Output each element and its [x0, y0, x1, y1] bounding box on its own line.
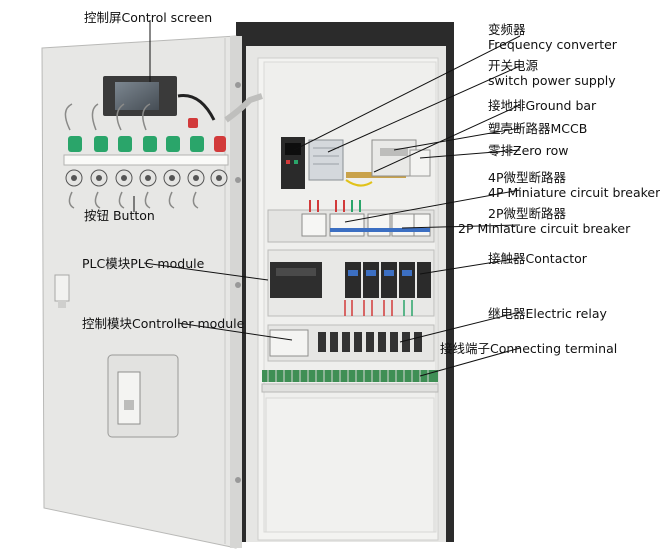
label-4p-breaker-en: 4P Miniature circuit breaker [488, 185, 660, 200]
terminal-strip [262, 370, 438, 382]
zero-row [409, 149, 431, 177]
cable-loop [224, 93, 263, 123]
label-frequency-converter-cn: 变频器 [488, 22, 526, 37]
cabinet-illustration [41, 20, 521, 549]
label-controller-module: 控制模块Controller module [82, 316, 245, 331]
switch-power-supply [308, 139, 344, 181]
label-plc-module: PLC模块PLC module [82, 256, 205, 271]
door-handle [117, 371, 141, 425]
label-ground-bar: 接地排Ground bar [488, 98, 597, 113]
breaker-blue-strip [330, 228, 430, 232]
label-terminal: 接线端子Connecting terminal [440, 341, 618, 356]
label-frequency-converter-en: Frequency converter [488, 37, 617, 52]
label-2p-breaker-cn: 2P微型断路器 [488, 206, 566, 221]
controller-module [269, 329, 309, 357]
label-switch-power-en: switch power supply [488, 73, 616, 88]
door-hinge-strip [230, 36, 242, 548]
label-mccb: 塑壳断路器MCCB [488, 121, 588, 136]
button-row [65, 169, 228, 187]
label-4p-breaker-cn: 4P微型断路器 [488, 170, 566, 185]
label-switch-power-cn: 开关电源 [488, 58, 539, 73]
contactor-group [345, 262, 431, 298]
label-relay: 继电器Electric relay [488, 306, 607, 321]
label-control-screen: 控制屏Control screen [84, 10, 213, 25]
plc-module [270, 262, 322, 298]
label-strip [63, 154, 229, 166]
indicator-row [68, 118, 226, 152]
breaker-2p-b [391, 213, 415, 237]
control-cabinet-photo: 控制屏Control screen 按钮 Button PLC模块PLC mod… [41, 10, 660, 549]
label-zero-row: 零排Zero row [488, 143, 569, 158]
cabinet-lower-space [265, 397, 435, 533]
door-slot [54, 274, 70, 302]
leader-lines [133, 20, 521, 377]
breaker-4p [329, 213, 365, 237]
label-button: 按钮 Button [84, 208, 155, 223]
mccb [371, 139, 417, 177]
label-contactor: 接触器Contactor [488, 251, 587, 266]
label-2p-breaker-en: 2P Miniature circuit breaker [458, 221, 631, 236]
relay-group [318, 332, 422, 352]
